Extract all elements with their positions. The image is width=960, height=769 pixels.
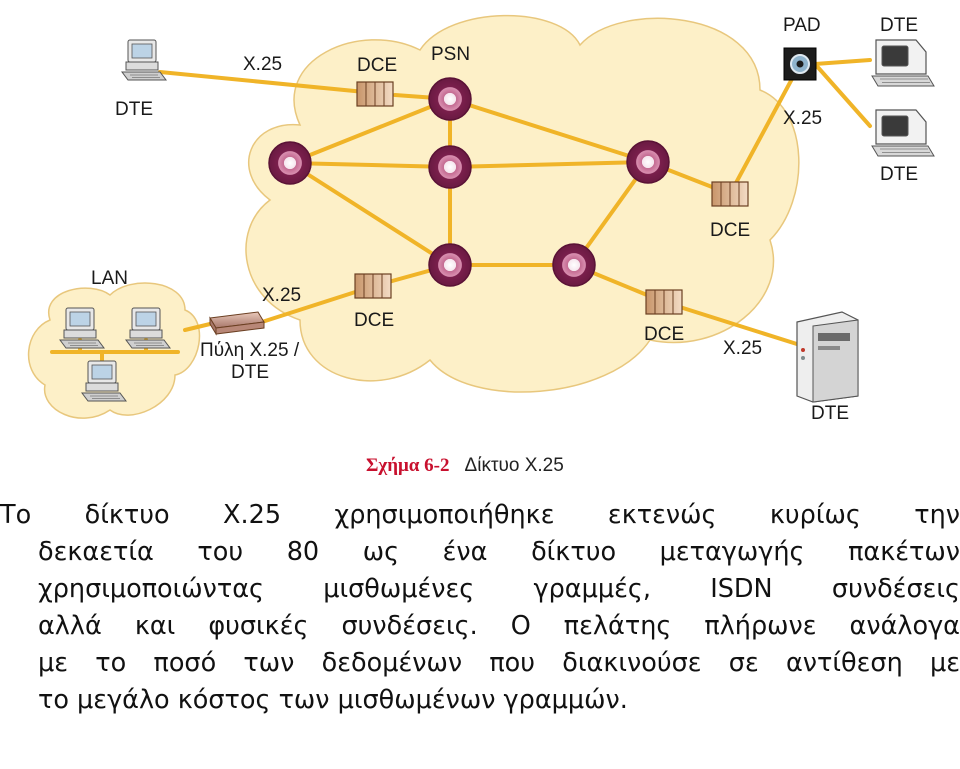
- dte-terminal-middle: [872, 110, 934, 156]
- dce-bottom-right: [646, 290, 682, 314]
- label-gateway-line2: DTE: [231, 362, 269, 383]
- label-psn: PSN: [431, 44, 470, 65]
- label-dte-topleft: DTE: [115, 99, 153, 120]
- dte-terminal-top: [872, 40, 934, 86]
- label-dte-mainframe: DTE: [811, 403, 849, 424]
- pad-device: [784, 48, 816, 80]
- paragraph-line: με το ποσό των δεδομένων που διακινούσε …: [0, 645, 960, 682]
- label-gateway-line1: Πύλη X.25 /: [200, 340, 300, 361]
- label-x25-topleft: X.25: [243, 54, 282, 75]
- psn-node: [429, 78, 471, 120]
- dce-bottom-left: [355, 274, 391, 298]
- psn-node: [429, 146, 471, 188]
- label-dce-bottom-right: DCE: [644, 324, 684, 345]
- dce-top: [357, 82, 393, 106]
- paragraph-line: δεκαετία του 80 ως ένα δίκτυο μεταγωγής …: [0, 534, 960, 571]
- label-x25-right: X.25: [783, 108, 822, 129]
- label-dte-top-right: DTE: [880, 15, 918, 36]
- paragraph-line: Το δίκτυο X.25 χρησιμοποιήθηκε εκτενώς κ…: [0, 497, 960, 534]
- figure-caption: Σχήμα 6-2 Δίκτυο X.25: [366, 455, 564, 476]
- label-dce-top: DCE: [357, 55, 397, 76]
- dte-pc-topleft: [122, 40, 166, 80]
- psn-node: [553, 244, 595, 286]
- gateway-device: [210, 312, 264, 334]
- label-lan: LAN: [91, 268, 128, 289]
- dte-mainframe: [797, 312, 858, 402]
- psn-node: [429, 244, 471, 286]
- label-dce-bottom-left: DCE: [354, 310, 394, 331]
- label-dte-middle-right: DTE: [880, 164, 918, 185]
- x25-network-diagram: DTE X.25 DCE PSN PAD DTE X.25 DTE DCE LA…: [0, 0, 960, 490]
- label-x25-gateway: X.25: [262, 285, 301, 306]
- paragraph-line: το μεγάλο κόστος των μισθωμένων γραμμών.: [0, 682, 960, 719]
- description-paragraph: Το δίκτυο X.25 χρησιμοποιήθηκε εκτενώς κ…: [0, 497, 960, 719]
- paragraph-line: χρησιμοποιώντας μισθωμένες γραμμές, ISDN…: [0, 571, 960, 608]
- label-pad: PAD: [783, 15, 821, 36]
- paragraph-line: αλλά και φυσικές συνδέσεις. Ο πελάτης πλ…: [0, 608, 960, 645]
- caption-title: Δίκτυο X.25: [465, 455, 564, 476]
- dce-right: [712, 182, 748, 206]
- label-x25-bottom-right: X.25: [723, 338, 762, 359]
- psn-node: [269, 142, 311, 184]
- caption-number: Σχήμα 6-2: [366, 455, 449, 476]
- psn-node: [627, 141, 669, 183]
- label-dce-right: DCE: [710, 220, 750, 241]
